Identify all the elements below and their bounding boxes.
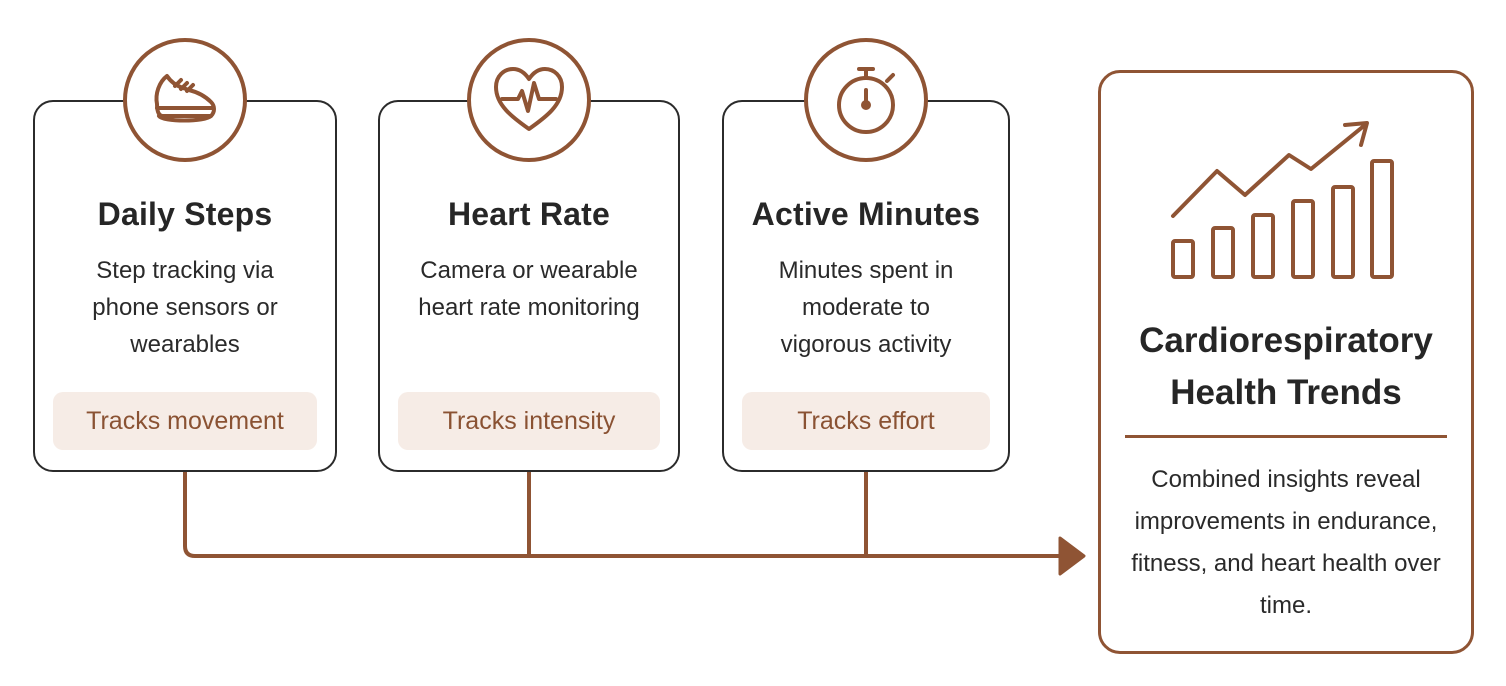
card-tag: Tracks movement bbox=[53, 392, 317, 450]
stopwatch-icon bbox=[804, 38, 928, 162]
card-daily-steps: Daily Steps Step tracking via phone sens… bbox=[33, 100, 337, 472]
result-divider bbox=[1125, 435, 1447, 438]
card-description: Camera or wearable heart rate monitoring bbox=[418, 257, 640, 321]
card-heart-rate: Heart Rate Camera or wearable heart rate… bbox=[378, 100, 680, 472]
result-title: Cardiorespiratory Health Trends bbox=[1139, 321, 1433, 412]
card-tag: Tracks intensity bbox=[398, 392, 660, 450]
card-title: Heart Rate bbox=[447, 196, 611, 232]
connector-arrowhead-icon bbox=[1058, 536, 1086, 576]
connector-daily-steps bbox=[183, 472, 1064, 558]
card-active-minutes: Active Minutes Minutes spent in moderate… bbox=[722, 100, 1010, 472]
heart-pulse-icon bbox=[467, 38, 591, 162]
card-title: Active Minutes bbox=[751, 196, 981, 232]
card-description: Minutes spent in moderate to vigorous ac… bbox=[778, 257, 954, 358]
card-tag: Tracks effort bbox=[742, 392, 990, 450]
result-description: Combined insights reveal improvements in… bbox=[1131, 466, 1441, 619]
card-description: Step tracking via phone sensors or weara… bbox=[92, 257, 278, 358]
trend-chart-icon bbox=[1171, 121, 1394, 279]
shoe-icon bbox=[123, 38, 247, 162]
result-card: Cardiorespiratory Health Trends Combined… bbox=[1098, 70, 1474, 654]
card-title: Daily Steps bbox=[97, 196, 273, 232]
